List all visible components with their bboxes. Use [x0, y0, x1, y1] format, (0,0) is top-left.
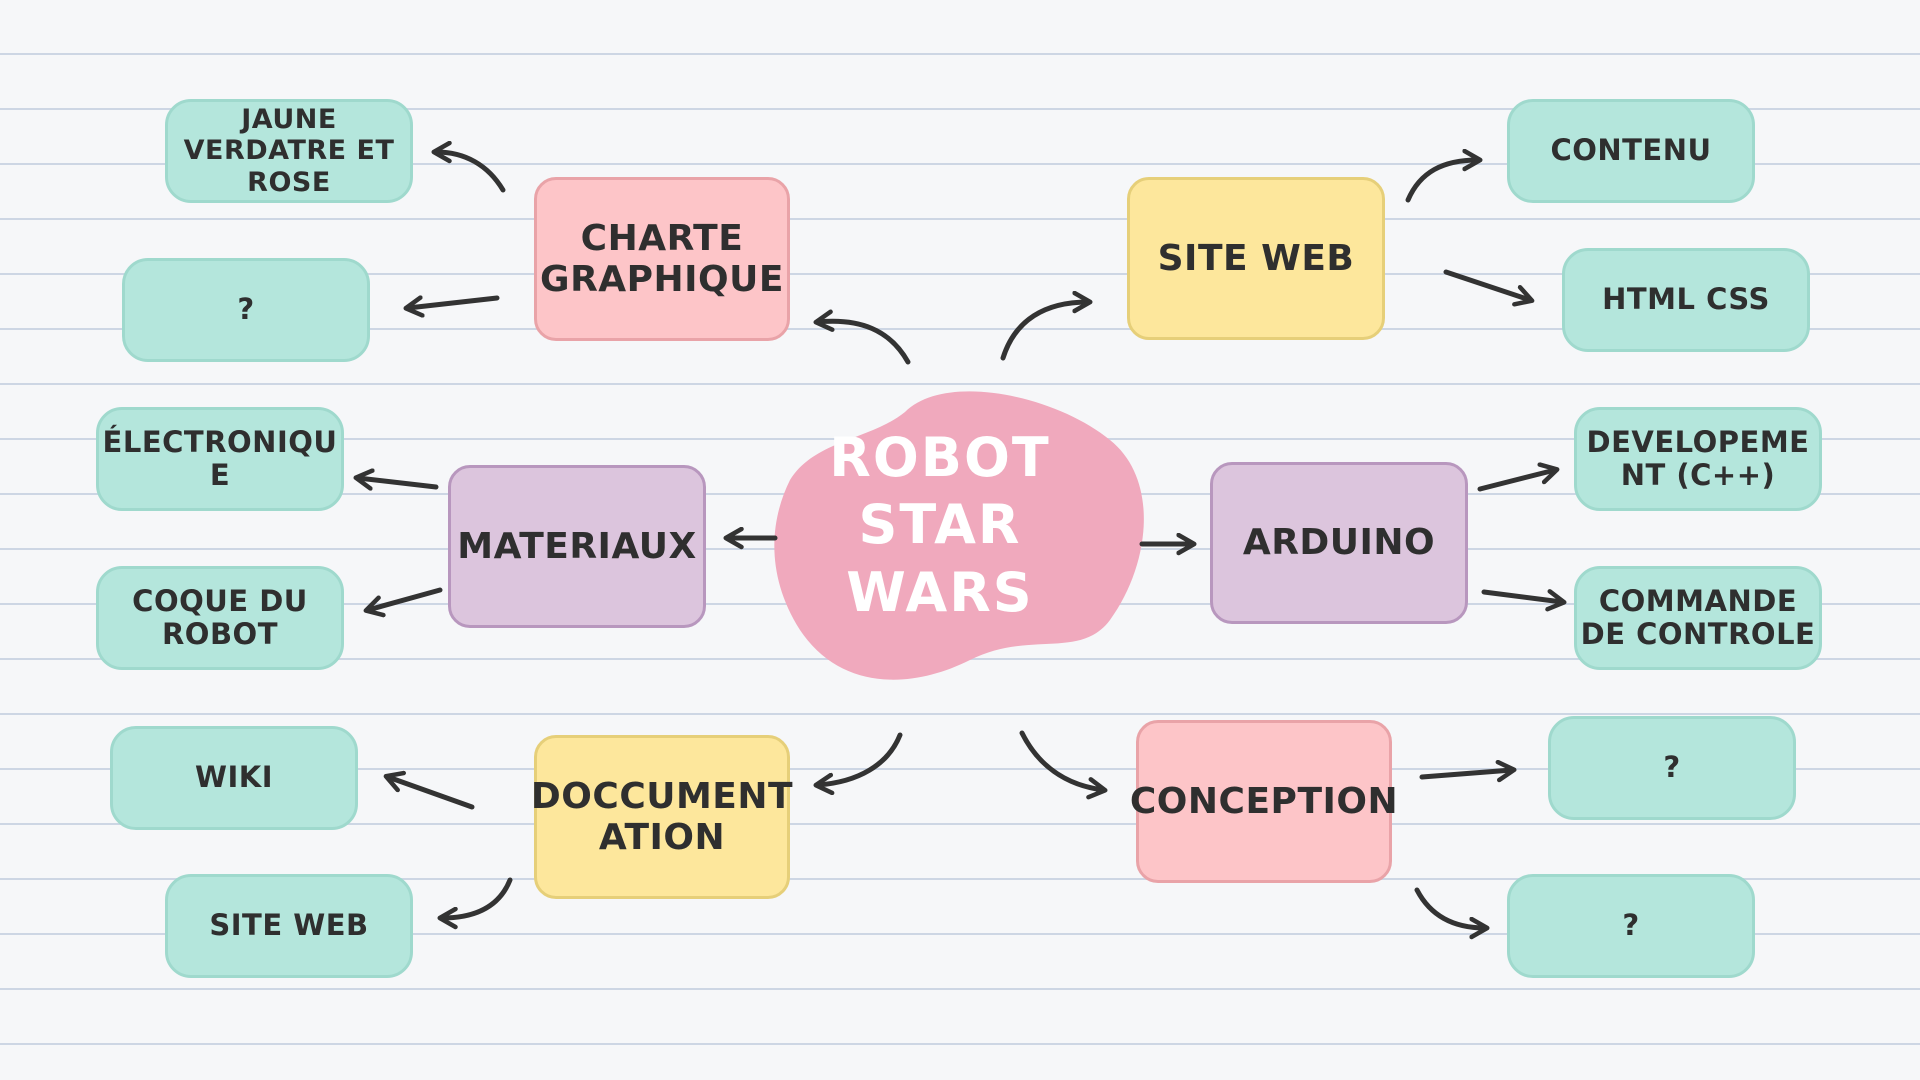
arrow-to-jaune — [431, 140, 506, 193]
leaf-label: COQUE DU — [132, 583, 308, 618]
arrow-to-charte-q — [403, 295, 500, 318]
leaf-conception-unknown-2: ? — [1507, 874, 1755, 978]
arrow-to-electronique — [353, 468, 439, 491]
leaf-label: ÉLECTRONIQU — [102, 424, 338, 459]
leaf-label: ROSE — [247, 166, 331, 198]
leaf-label: ROBOT — [161, 617, 278, 651]
branch-label: DOCCUMENT — [530, 775, 794, 817]
leaf-commande-de-controle: COMMANDE DE CONTROLE — [1574, 566, 1822, 670]
arrow-to-conception-q1 — [1419, 759, 1517, 783]
leaf-label: SITE WEB — [209, 908, 369, 943]
leaf-label: WIKI — [194, 760, 274, 795]
leaf-label: ? — [1663, 750, 1681, 785]
leaf-label: DEVELOPEME — [1586, 424, 1810, 459]
arrow-to-conception-q2 — [1414, 887, 1490, 940]
arrow-to-developpement — [1477, 462, 1560, 492]
leaf-label: ? — [1622, 908, 1640, 943]
branch-label: CHARTE — [580, 217, 744, 259]
arrow-to-coque — [363, 587, 443, 618]
leaf-contenu: CONTENU — [1507, 99, 1755, 203]
branch-conception: CONCEPTION — [1130, 720, 1398, 883]
arrow-to-siteweb — [1000, 290, 1093, 361]
branch-documentation: DOCCUMENT ATION — [530, 735, 794, 899]
branch-arduino: ARDUINO — [1210, 462, 1468, 624]
branch-label: ARDUINO — [1242, 522, 1436, 564]
branch-site-web: SITE WEB — [1127, 177, 1385, 340]
branch-label: SITE WEB — [1157, 237, 1355, 279]
arrow-to-doc-site-web — [437, 877, 513, 930]
leaf-label: DE CONTROLE — [1580, 617, 1816, 651]
arrow-to-contenu — [1405, 148, 1483, 203]
leaf-electronique: ÉLECTRONIQU E — [96, 407, 344, 511]
arrow-to-conception — [1019, 730, 1108, 800]
leaf-jaune-verdatre-rose: JAUNE VERDATRE ET ROSE — [165, 99, 413, 203]
leaf-conception-unknown-1: ? — [1548, 716, 1796, 820]
central-topic-line: STAR — [858, 493, 1022, 557]
branch-label: ATION — [598, 817, 726, 858]
central-topic-line: WARS — [846, 560, 1034, 624]
leaf-label: CONTENU — [1550, 133, 1712, 168]
leaf-label: E — [209, 458, 231, 492]
central-topic: ROBOT STAR WARS — [780, 425, 1100, 625]
arrow-to-html-css — [1443, 269, 1535, 307]
leaf-charte-unknown: ? — [122, 258, 370, 362]
arrow-to-wiki — [383, 770, 475, 810]
arrow-to-documentation — [813, 732, 903, 796]
leaf-coque-du-robot: COQUE DU ROBOT — [96, 566, 344, 670]
arrow-to-charte — [813, 309, 911, 365]
leaf-label: VERDATRE ET — [183, 135, 395, 167]
leaf-developpement-cpp: DEVELOPEME NT (C++) — [1574, 407, 1822, 511]
leaf-label: ? — [237, 292, 255, 327]
branch-label: MATERIAUX — [457, 525, 697, 567]
leaf-label: COMMANDE — [1598, 583, 1798, 618]
leaf-label: HTML CSS — [1602, 282, 1770, 317]
branch-charte-graphique: CHARTE GRAPHIQUE — [534, 177, 790, 341]
leaf-label: NT (C++) — [1620, 458, 1776, 492]
arrow-to-commande — [1481, 589, 1567, 612]
branch-label: GRAPHIQUE — [540, 259, 784, 300]
leaf-label: JAUNE — [241, 104, 337, 136]
central-topic-line: ROBOT — [829, 425, 1051, 489]
leaf-html-css: HTML CSS — [1562, 248, 1810, 352]
branch-materiaux: MATERIAUX — [448, 465, 706, 628]
branch-label: CONCEPTION — [1129, 780, 1399, 822]
leaf-doc-site-web: SITE WEB — [165, 874, 413, 978]
leaf-wiki: WIKI — [110, 726, 358, 830]
